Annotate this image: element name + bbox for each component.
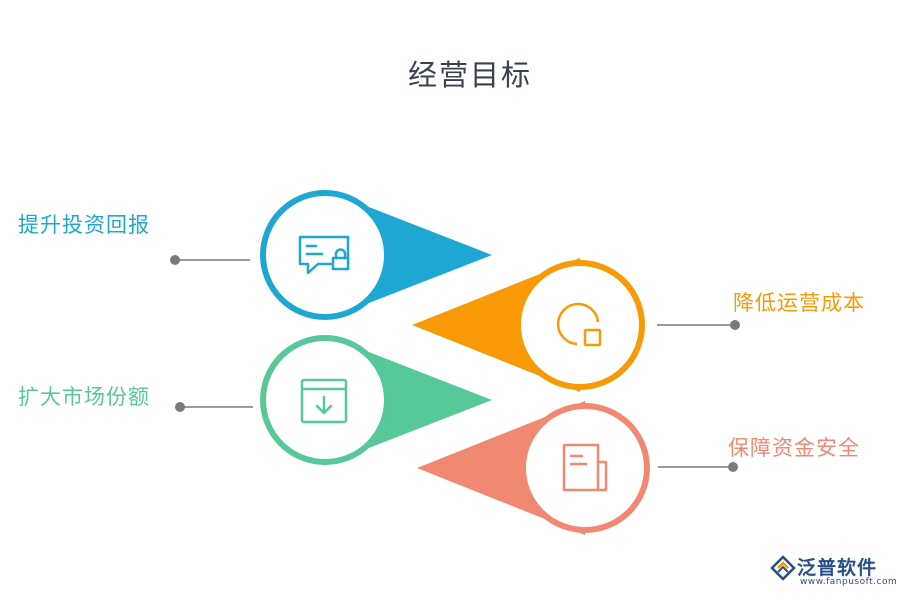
goal-2-dot (730, 320, 740, 330)
document-icon (562, 443, 608, 492)
brand-logo: 泛普软件 www.fanpusoft.com (770, 553, 898, 598)
goal-2-label: 降低运营成本 (733, 291, 865, 315)
brand-name: 泛普软件 (797, 557, 878, 579)
pie-chart-square-icon (556, 302, 602, 347)
page-title: 经营目标 (407, 58, 532, 92)
goal-1-label: 提升投资回报 (18, 213, 150, 237)
goal-4-shape (417, 401, 650, 535)
goal-3-label: 扩大市场份额 (18, 385, 150, 409)
goal-1-dot (170, 255, 180, 265)
goal-3-dot (175, 402, 185, 412)
goal-4-label: 保障资金安全 (728, 436, 860, 460)
goal-4-dot (728, 462, 738, 472)
brand-mark-icon (770, 555, 796, 581)
goal-1-shape (260, 190, 492, 320)
brand-url: www.fanpusoft.com (800, 577, 898, 587)
message-lock-icon (298, 235, 350, 275)
goal-2-shape (412, 258, 645, 392)
goal-3-shape (260, 335, 492, 465)
download-box-icon (300, 378, 348, 424)
